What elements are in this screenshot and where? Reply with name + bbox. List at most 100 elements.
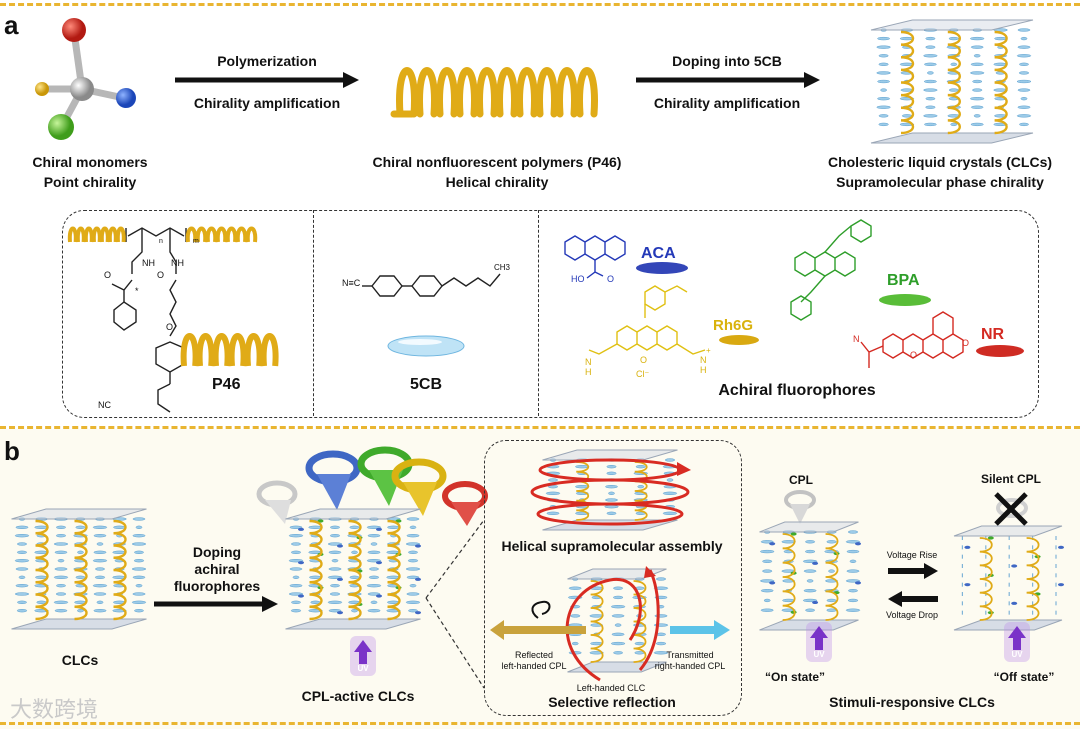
transmitted-line2: right-handed CPL — [654, 661, 726, 671]
left-handed-clc-label: Left-handed CLC — [576, 683, 646, 693]
uv-label-3: UV — [1011, 650, 1023, 659]
rh6g-o: O — [640, 355, 648, 365]
polymer-helix — [390, 67, 598, 118]
bpa-structure — [790, 219, 872, 321]
doping-arrow-label: Doping achiral fluorophores — [174, 544, 260, 595]
clc-block-off-state — [953, 525, 1064, 631]
green-cpl-cone — [357, 446, 413, 506]
blue-cpl-cone — [305, 450, 361, 510]
chiral-monomer-model — [35, 18, 136, 140]
cpl-label: CPL — [789, 473, 813, 487]
p46-o-1: O — [104, 270, 112, 280]
rh6g-structure — [588, 285, 706, 355]
arrow2-top-label: Doping into 5CB — [672, 53, 782, 69]
selective-reflection-label: Selective reflection — [548, 694, 676, 710]
arrow1-top-label: Polymerization — [217, 53, 317, 69]
cpl-emission-cones — [256, 446, 488, 526]
p46-nh-1: NH — [142, 258, 155, 268]
rh6g-h-left: H — [585, 367, 592, 377]
zoom-callout-box — [484, 440, 742, 716]
selective-reflection-clc — [567, 568, 669, 673]
silent-cpl-label: Silent CPL — [980, 472, 1042, 486]
panel-b-background — [0, 429, 1080, 729]
stimuli-responsive-label: Stimuli-responsive CLCs — [829, 694, 995, 710]
aca-o: O — [607, 274, 615, 284]
5cb-structure — [362, 273, 501, 297]
stage2-title: Chiral nonfluorescent polymers (P46) — [372, 154, 622, 170]
uv-label-2: UV — [813, 650, 825, 659]
arrow1-bottom-label: Chirality amplification — [193, 95, 341, 111]
panel-b-label: b — [4, 436, 20, 466]
doping-label-line1: Doping — [192, 544, 242, 560]
clc-block-a — [870, 19, 1034, 144]
doping-label-line3: fluorophores — [173, 578, 261, 594]
top-separator — [0, 3, 1080, 6]
p46-subscript-m: m — [193, 238, 199, 245]
panel-a-label: a — [4, 10, 19, 40]
fluorophore-structures — [564, 219, 1024, 368]
p46-label: P46 — [212, 376, 241, 393]
5cb-methyl: CH3 — [494, 263, 511, 272]
5cb-label: 5CB — [409, 376, 443, 393]
stage1-title: Chiral monomers — [32, 154, 148, 170]
rh6g-counterion: Cl⁻ — [636, 369, 650, 379]
reflected-line1: Reflected — [514, 650, 554, 660]
stage3-title: Cholesteric liquid crystals (CLCs) — [827, 154, 1053, 170]
bpa-name: BPA — [887, 272, 920, 289]
nr-structure — [860, 311, 964, 368]
p46-subscript-n: n — [159, 238, 163, 245]
voltage-arrows — [888, 563, 938, 607]
rh6g-n-left: N — [585, 357, 592, 367]
transmitted-cpl-label: Transmitted right-handed CPL — [655, 650, 726, 672]
p46-nitrile: NC — [98, 400, 111, 410]
p46-stereocenter: * — [135, 286, 139, 296]
clc-block-on-state — [759, 521, 861, 631]
nr-n: N — [853, 334, 860, 344]
p46-nh-2: NH — [171, 258, 184, 268]
yellow-cpl-cone — [391, 458, 447, 516]
nr-ring-o: O — [910, 350, 918, 360]
nr-name: NR — [981, 326, 1005, 343]
selective-reflection-arrows — [490, 566, 730, 682]
on-state-label: “On state” — [764, 670, 826, 684]
rh6g-name: Rh6G — [713, 317, 754, 334]
uv-arrow-on — [806, 622, 832, 662]
grey-cpl-cone — [256, 480, 298, 524]
uv-label-1: UV — [357, 664, 369, 673]
fluorophores-label: Achiral fluorophores — [718, 382, 876, 399]
arrow-1 — [175, 72, 359, 88]
reflected-line2: left-handed CPL — [501, 661, 567, 671]
rh6g-n-right: N — [700, 355, 707, 365]
clc-block-b1 — [11, 508, 147, 630]
structures-box — [62, 210, 1039, 418]
voltage-drop-label: Voltage Drop — [885, 610, 939, 620]
cpl-emission-on — [784, 490, 816, 524]
p46-structure — [67, 226, 279, 413]
voltage-rise-label: Voltage Rise — [886, 550, 938, 560]
aca-structure — [564, 235, 626, 279]
stage1-subtitle: Point chirality — [43, 174, 137, 190]
clc-block-cpl-active — [285, 508, 421, 630]
off-state-label: “Off state” — [993, 670, 1055, 684]
stage3-subtitle: Supramolecular phase chirality — [836, 174, 1044, 190]
p46-o-2: O — [157, 270, 165, 280]
uv-arrow-off — [1004, 622, 1030, 662]
arrow-2 — [636, 72, 820, 88]
structures-divider-1 — [313, 210, 314, 416]
zoom-connector-lines — [425, 519, 485, 689]
silent-cpl-cross — [994, 492, 1028, 526]
transmitted-line1: Transmitted — [666, 650, 714, 660]
middle-separator — [0, 426, 1080, 429]
aca-ho: HO — [571, 274, 585, 284]
red-cpl-cone — [442, 481, 488, 526]
5cb-nitrile: N≡C — [342, 278, 361, 288]
arrow2-bottom-label: Chirality amplification — [653, 95, 801, 111]
5cb-ellipsoid — [387, 335, 465, 357]
rh6g-charge: + — [706, 346, 711, 355]
rh6g-h-right: H — [700, 365, 707, 375]
clc-label: CLCs — [61, 652, 99, 668]
uv-arrow-cpl-active — [350, 636, 376, 676]
bottom-separator — [0, 722, 1080, 725]
aca-name: ACA — [641, 245, 676, 262]
